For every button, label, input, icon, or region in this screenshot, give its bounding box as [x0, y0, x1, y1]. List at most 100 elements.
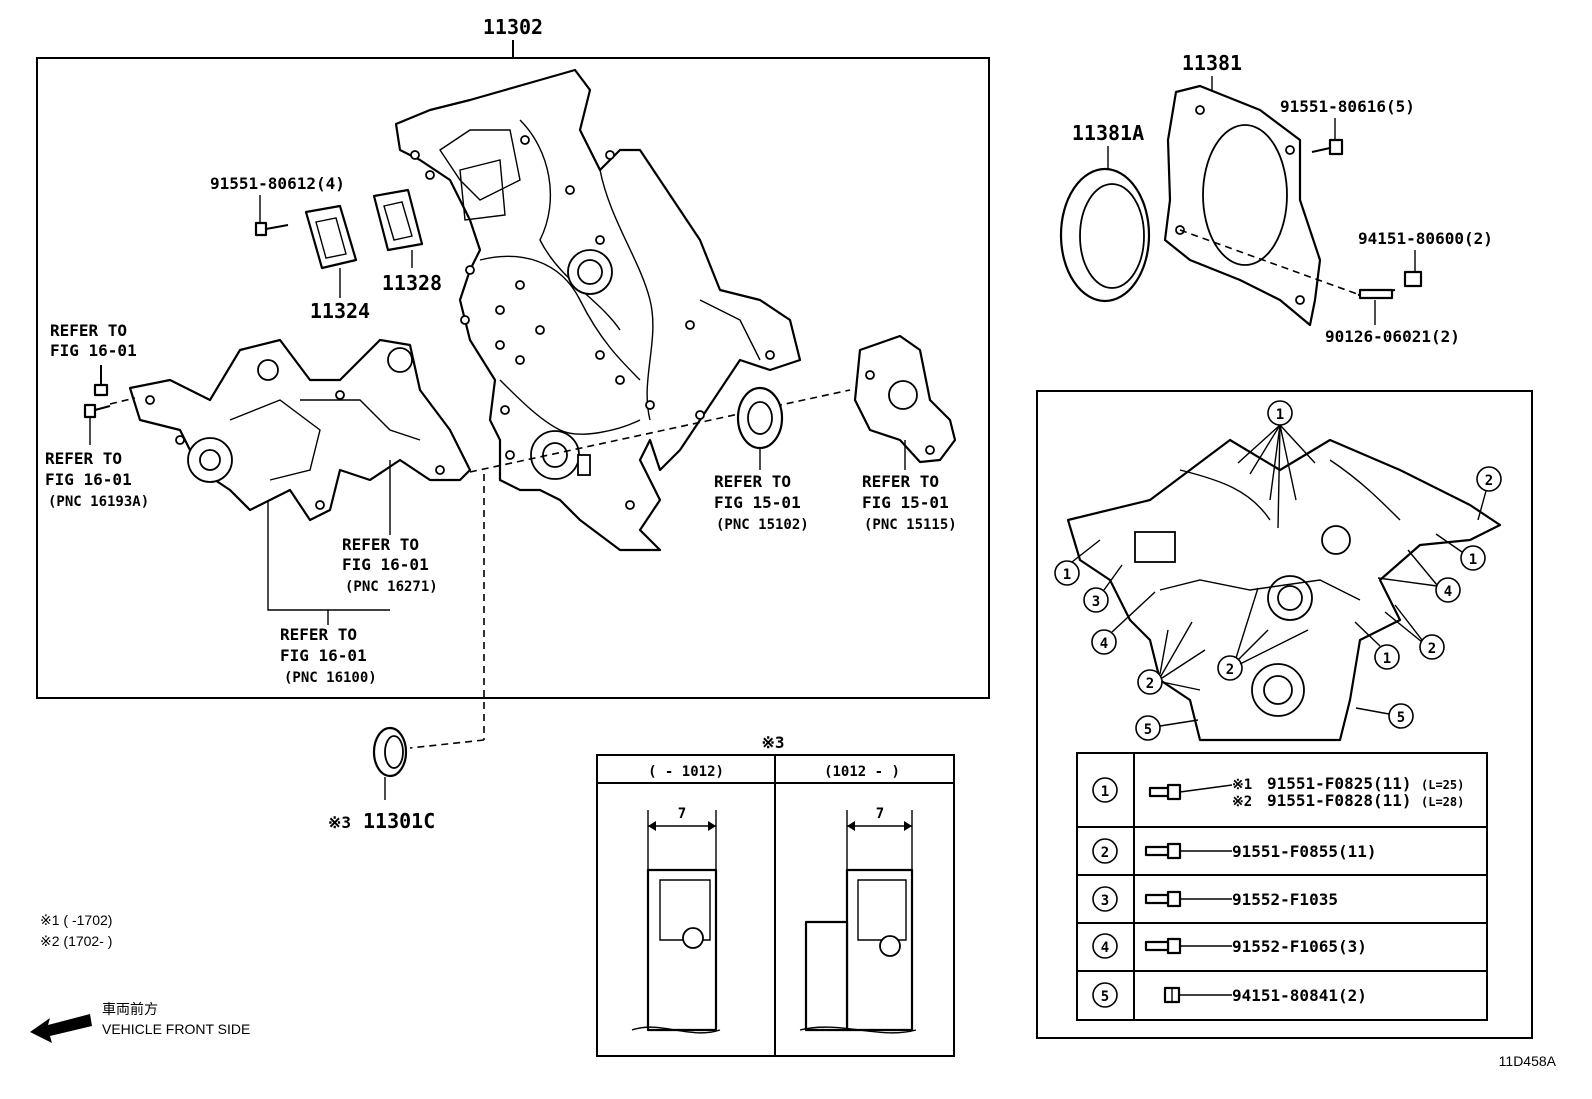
- plate-b-part: 11328: [382, 271, 442, 295]
- oil-pump-rotor: [736, 386, 784, 450]
- rear-oil-seal: [1059, 167, 1151, 303]
- front-seal-mark: ※3: [328, 813, 351, 832]
- bolt-row-3: 3 91552-F1035: [1092, 886, 1338, 912]
- svg-text:REFER TO: REFER TO: [714, 472, 791, 491]
- bolt-row-5: 5 94151-80841(2): [1092, 982, 1367, 1008]
- svg-text:※2: ※2: [1232, 794, 1252, 810]
- svg-text:91552-F1065(3): 91552-F1065(3): [1232, 937, 1367, 956]
- direction-english: VEHICLE FRONT SIDE: [102, 1021, 250, 1037]
- svg-text:1: 1: [1469, 552, 1477, 568]
- svg-text:REFER TO: REFER TO: [280, 625, 357, 644]
- callout-5-left: 5: [1135, 715, 1199, 741]
- refer-note-5: REFER TO FIG 15-01 (PNC 15102): [714, 448, 809, 533]
- svg-text:5: 5: [1101, 989, 1109, 1005]
- svg-text:1: 1: [1276, 407, 1284, 423]
- svg-text:REFER TO: REFER TO: [862, 472, 939, 491]
- svg-text:5: 5: [1397, 710, 1405, 726]
- svg-text:(PNC 16271): (PNC 16271): [345, 579, 438, 595]
- callout-1-center: 1: [1354, 621, 1400, 670]
- alignment-line: [109, 397, 136, 405]
- svg-text:4: 4: [1444, 584, 1452, 600]
- callout-2-center: 2: [1217, 587, 1309, 681]
- retainer-stud-part: 90126-06021(2): [1325, 327, 1460, 346]
- refer-note-6: REFER TO FIG 15-01 (PNC 15115): [862, 440, 957, 533]
- cover-plate-11328: [372, 188, 424, 252]
- bolt-icon: [1144, 842, 1182, 860]
- svg-text:5: 5: [1144, 722, 1152, 738]
- alignment-line: [1179, 229, 1361, 296]
- svg-text:(PNC 15102): (PNC 15102): [716, 517, 809, 533]
- retainer-part: 11381: [1182, 51, 1242, 75]
- figure-code: 11D458A: [1499, 1053, 1557, 1069]
- bolt-icon: [83, 403, 111, 419]
- alignment-line: [409, 739, 485, 749]
- svg-text:(L=25): (L=25): [1421, 778, 1464, 792]
- retainer-bolt-part: 91551-80616(5): [1280, 97, 1415, 116]
- bolt-icon: [1148, 783, 1182, 801]
- callout-2-left: 2: [1137, 621, 1206, 695]
- svg-text:1: 1: [1063, 567, 1071, 583]
- svg-text:91551-F0855(11): 91551-F0855(11): [1232, 842, 1377, 861]
- svg-text:(PNC 16100): (PNC 16100): [284, 670, 377, 686]
- detail-table: ( - 1012) (1012 - ) 7 7: [596, 754, 955, 1057]
- svg-text:REFER TO: REFER TO: [45, 449, 122, 468]
- callout-1-right: 1: [1435, 533, 1486, 571]
- svg-text:FIG 16-01: FIG 16-01: [280, 646, 367, 665]
- svg-text:91551-F0825(11): 91551-F0825(11): [1267, 774, 1412, 793]
- detail-dim-left: 7: [678, 806, 686, 822]
- footnote-2: ※2 (1702- ): [40, 933, 112, 949]
- callout-4-right: 4: [1377, 549, 1461, 603]
- front-direction-arrow-icon: [30, 1014, 92, 1043]
- callout-5-right: 5: [1355, 703, 1414, 729]
- svg-text:2: 2: [1226, 662, 1234, 678]
- detail-col2-label: (1012 - ): [824, 764, 900, 780]
- detail-col1-label: ( - 1012): [648, 764, 724, 780]
- cover-plate-11324: [304, 204, 358, 270]
- water-pump: [128, 338, 472, 522]
- svg-text:※1: ※1: [1232, 777, 1252, 793]
- svg-text:REFER TO: REFER TO: [50, 321, 127, 340]
- svg-text:3: 3: [1092, 594, 1100, 610]
- callout-2-right: 2: [1384, 604, 1445, 660]
- bolt-icon: [1144, 890, 1182, 908]
- front-cover-top-view: [1066, 438, 1502, 742]
- alignment-line: [469, 389, 851, 473]
- svg-text:94151-80841(2): 94151-80841(2): [1232, 986, 1367, 1005]
- plate-a-part: 11324: [310, 299, 370, 323]
- oil-pump-cover: [853, 334, 957, 464]
- svg-text:91552-F1035: 91552-F1035: [1232, 890, 1338, 909]
- main-part-number: 11302: [483, 15, 543, 39]
- svg-text:2: 2: [1485, 473, 1493, 489]
- svg-text:4: 4: [1100, 636, 1108, 652]
- svg-text:4: 4: [1101, 940, 1109, 956]
- bolt-row-2: 2 91551-F0855(11): [1092, 838, 1377, 864]
- callout-3-left: 3: [1083, 564, 1123, 613]
- callout-1-left: 1: [1054, 539, 1101, 586]
- rear-oil-seal-retainer: [1163, 84, 1322, 327]
- svg-text:2: 2: [1428, 641, 1436, 657]
- bolt-row-1: 1 ※1 91551-F0825(11) (L=25) ※2 91551-F08…: [1092, 774, 1464, 810]
- bolt-location-frame: [1036, 390, 1533, 1039]
- front-seal-part: 11301C: [363, 809, 435, 833]
- nut-icon: [1163, 986, 1181, 1004]
- svg-text:1: 1: [1383, 651, 1391, 667]
- nut-icon: [1403, 270, 1423, 288]
- direction-japanese: 車両前方: [102, 1001, 158, 1017]
- timing-chain-cover: [394, 68, 802, 552]
- bolt-icon: [1311, 138, 1344, 156]
- callout-1-top: 1: [1237, 400, 1316, 529]
- svg-text:91551-F0828(11): 91551-F0828(11): [1267, 791, 1412, 810]
- svg-text:(PNC 16193A): (PNC 16193A): [48, 494, 149, 510]
- retainer-nut-part: 94151-80600(2): [1358, 229, 1493, 248]
- cover-bolt-part: 91551-80612(4): [210, 174, 345, 193]
- svg-text:FIG 16-01: FIG 16-01: [50, 341, 137, 360]
- bolt-row-4: 4 91552-F1065(3): [1092, 933, 1367, 959]
- refer-note-1: REFER TO FIG 16-01: [50, 321, 137, 360]
- bolt-icon: [254, 221, 289, 237]
- detail-dim-right: 7: [876, 806, 884, 822]
- bolt-icon: [1144, 937, 1182, 955]
- detail-title: ※3: [761, 733, 784, 752]
- svg-text:FIG 16-01: FIG 16-01: [342, 555, 429, 574]
- svg-text:FIG 15-01: FIG 15-01: [862, 493, 949, 512]
